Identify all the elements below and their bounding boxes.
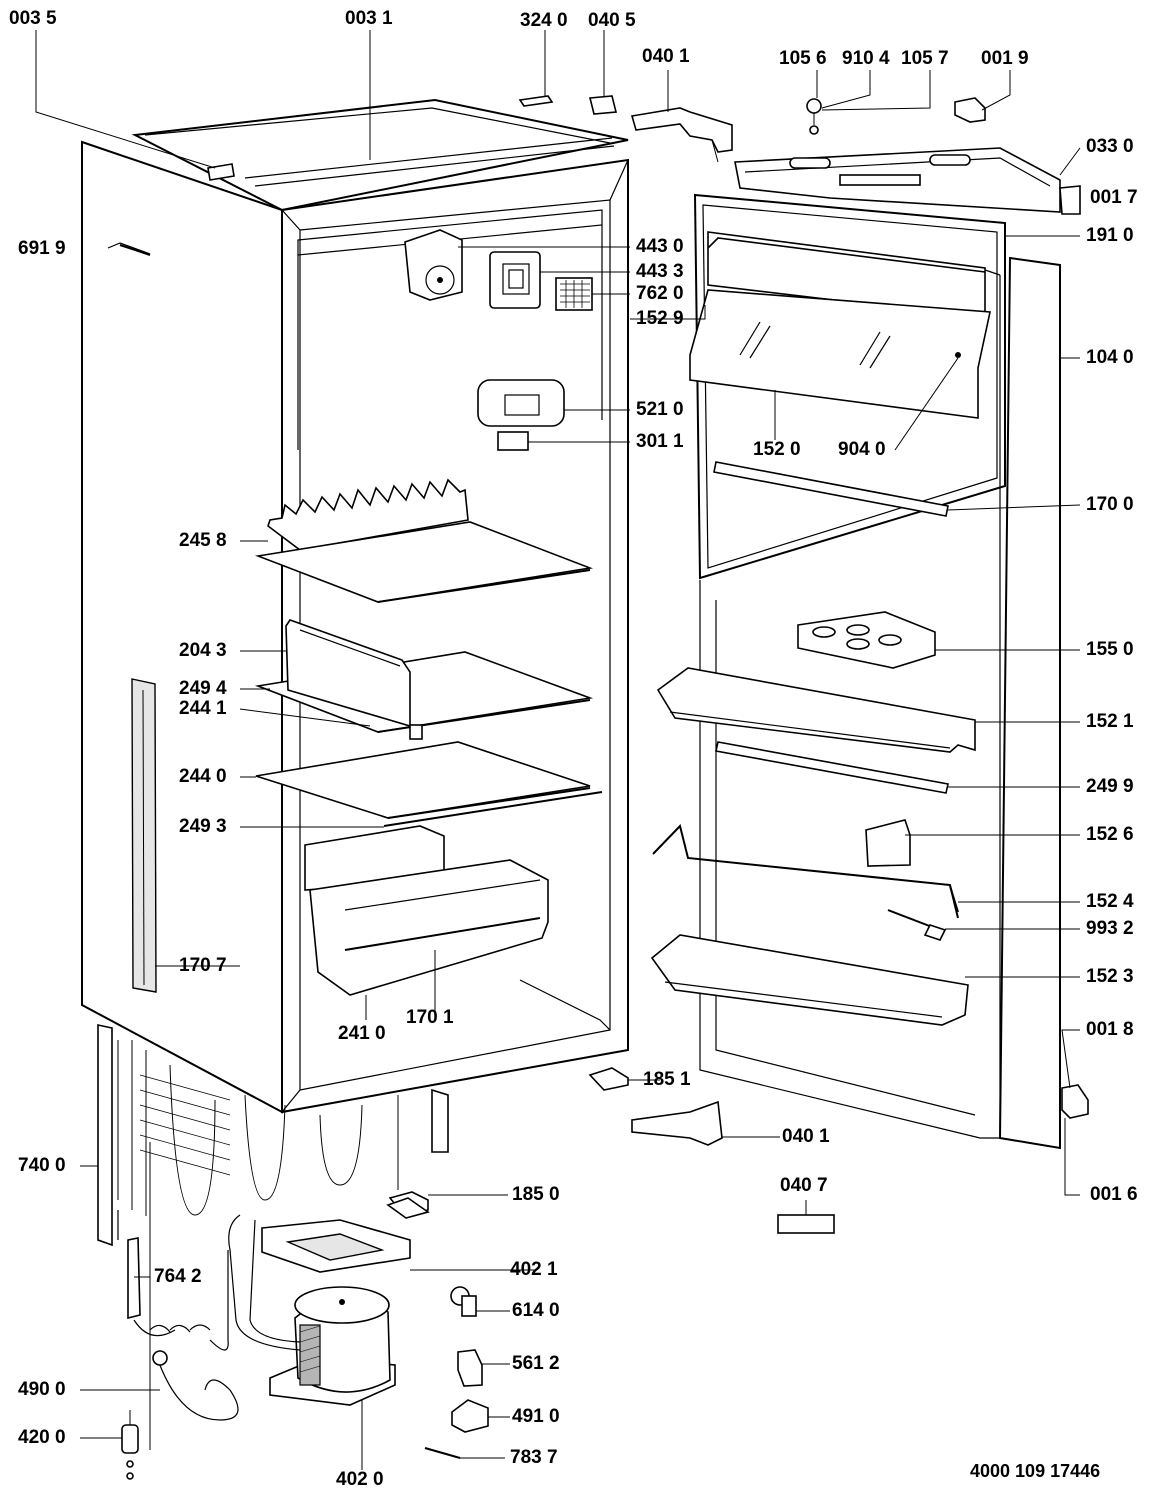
top-hinge-plate [734, 97, 1081, 215]
part-label-2494: 249 4 [179, 678, 227, 699]
part-label-0330: 033 0 [1086, 136, 1134, 157]
part-label-4020: 402 0 [336, 1469, 384, 1490]
part-label-1550: 155 0 [1086, 639, 1134, 660]
top-parts [518, 95, 733, 163]
part-label-1523: 152 3 [1086, 966, 1134, 987]
part-label-0401-top: 040 1 [642, 46, 690, 67]
part-label-1707: 170 7 [179, 955, 227, 976]
part-label-0401-bottom: 040 1 [782, 1126, 830, 1147]
shelves [254, 478, 603, 827]
drawing-reference-number: 4000 109 17446 [970, 1461, 1101, 1481]
part-label-2410: 241 0 [338, 1023, 386, 1044]
part-label-1851: 185 1 [643, 1069, 691, 1090]
part-label-1910: 191 0 [1086, 225, 1134, 246]
part-label-1524: 152 4 [1086, 891, 1134, 912]
part-label-2440: 244 0 [179, 766, 227, 787]
part-label-1700: 170 0 [1086, 494, 1134, 515]
part-label-0019: 001 9 [981, 48, 1029, 69]
part-label-4900: 490 0 [18, 1379, 66, 1400]
part-label-3240: 324 0 [520, 10, 568, 31]
part-label-5612: 561 2 [512, 1353, 560, 1374]
part-label-1701: 170 1 [406, 1007, 454, 1028]
part-label-7837: 783 7 [510, 1447, 558, 1468]
part-label-1040: 104 0 [1086, 347, 1134, 368]
part-label-3011: 301 1 [636, 431, 684, 452]
part-label-4433: 443 3 [636, 261, 684, 282]
part-label-0035: 003 5 [9, 8, 57, 29]
part-label-2493: 249 3 [179, 816, 227, 837]
part-label-6140: 614 0 [512, 1300, 560, 1321]
crisper-drawer [304, 825, 611, 1031]
part-label-7400: 740 0 [18, 1155, 66, 1176]
part-label-0031: 003 1 [345, 8, 393, 29]
part-label-7620: 762 0 [636, 283, 684, 304]
part-label-1529: 152 9 [636, 308, 684, 329]
refrigeration-unit [97, 1024, 489, 1480]
part-label-1057: 105 7 [901, 48, 949, 69]
part-label-4200: 420 0 [18, 1427, 66, 1448]
part-label-9932: 993 2 [1086, 918, 1134, 939]
part-label-1521: 152 1 [1086, 711, 1134, 732]
part-label-2043: 204 3 [179, 640, 227, 661]
door-assembly [650, 193, 1089, 1150]
part-label-1526: 152 6 [1086, 824, 1134, 845]
part-label-1850: 185 0 [512, 1184, 560, 1205]
part-label-0405: 040 5 [588, 10, 636, 31]
part-label-9040: 904 0 [838, 439, 886, 460]
part-label-6919: 691 9 [18, 238, 66, 259]
bottom-hinge [588, 1067, 835, 1234]
part-label-1520: 152 0 [753, 439, 801, 460]
part-label-0016: 001 6 [1090, 1184, 1138, 1205]
part-label-1056: 105 6 [779, 48, 827, 69]
part-label-0017: 001 7 [1090, 187, 1138, 208]
part-label-0407: 040 7 [780, 1175, 828, 1196]
fan-and-controls [107, 229, 593, 451]
part-label-0018: 001 8 [1086, 1019, 1134, 1040]
part-label-4430: 443 0 [636, 236, 684, 257]
part-label-9104: 910 4 [842, 48, 890, 69]
part-label-7642: 764 2 [154, 1266, 202, 1287]
part-label-4910: 491 0 [512, 1406, 560, 1427]
part-label-2458: 245 8 [179, 530, 227, 551]
part-label-2499: 249 9 [1086, 776, 1134, 797]
part-label-5210: 521 0 [636, 399, 684, 420]
part-label-4021: 402 1 [510, 1259, 558, 1280]
part-label-2441: 244 1 [179, 698, 227, 719]
leader-lines [35, 30, 1081, 1470]
